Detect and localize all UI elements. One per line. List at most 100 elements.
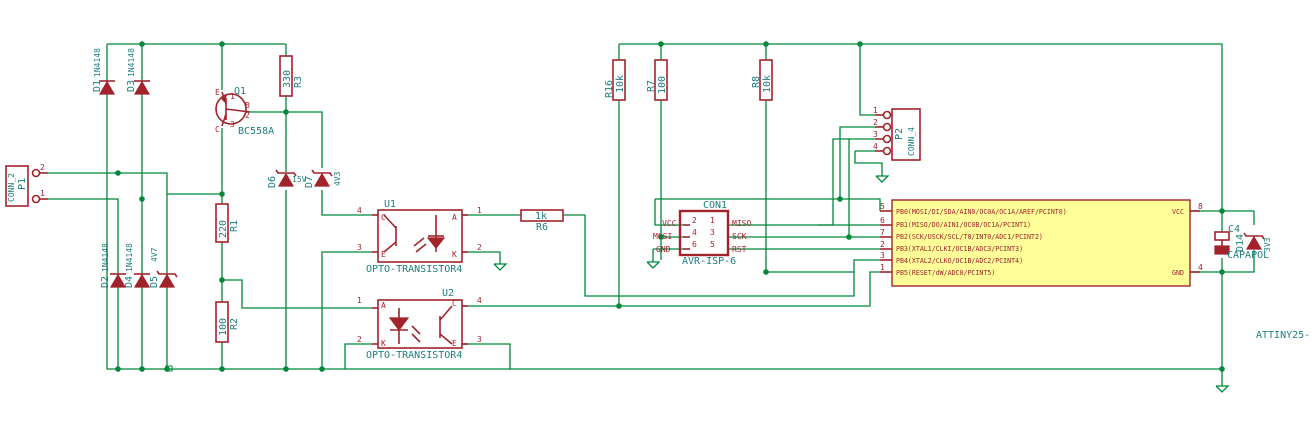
u2-k-label: K	[381, 339, 386, 348]
r3-resistor: 330 R3	[279, 55, 304, 97]
ground-symbol-main	[1215, 385, 1230, 393]
r6-value: 1k	[535, 211, 547, 222]
c4-capacitor: C4 CAPAPOL	[1214, 224, 1269, 261]
q1-value: BC558A	[238, 126, 274, 137]
d1-diode: D1 1N4148	[92, 48, 116, 95]
u2-a-label: A	[381, 301, 386, 310]
c4-ref: C4	[1228, 224, 1240, 235]
con1-pin3: 3	[710, 228, 715, 237]
d14-zener: D14 3V3	[1235, 232, 1272, 252]
u1-c-label: C	[381, 213, 386, 222]
attiny-pin5-label: PB0(MOSI/DI/SDA/AIN0/OC0A/OC1A/AREF/PCIN…	[896, 208, 1067, 216]
p1-pin2: 2	[40, 163, 45, 172]
d5-value: 4V7	[150, 247, 159, 262]
d14-ref: D14	[1235, 234, 1246, 252]
u1-ref: U1	[384, 199, 396, 210]
q1-transistor: Q1 BC558A E C B 1 2 3	[215, 86, 274, 137]
r7-value: 100	[657, 76, 668, 94]
d14-value: 3V3	[1263, 237, 1272, 252]
con1-pin2: 2	[692, 216, 697, 225]
con1-sck-label: SCK	[732, 232, 747, 241]
r2-value: 100	[218, 318, 229, 336]
u2-ref: U2	[442, 288, 454, 299]
p2-pin1: 1	[873, 106, 878, 115]
attiny-pin2-label: PB3(XTAL1/CLKI/OC1B/ADC3/PCINT3)	[896, 245, 1023, 253]
r16-ref: R16	[604, 80, 615, 98]
ground-symbol-left	[165, 365, 173, 372]
con1-value: AVR-ISP-6	[682, 256, 736, 267]
attiny-pin1-label: PB5(RESET/dW/ADC0/PCINT5)	[896, 269, 995, 277]
q1-pin3: 3	[230, 120, 235, 129]
junctions	[115, 41, 1225, 372]
d2-value: 1N4148	[101, 243, 110, 272]
con1-rst-label: RST	[732, 245, 747, 254]
con1-mosi-label: MOSI	[653, 232, 672, 241]
ground-symbol-u1	[493, 263, 508, 271]
d6-ref: D6	[267, 176, 278, 188]
r6-resistor: 1k R6	[520, 209, 564, 233]
u1-pin3: 3	[357, 243, 362, 252]
con1-pin4: 4	[692, 228, 697, 237]
d4-ref: D4	[124, 276, 135, 288]
u1-a-label: A	[452, 213, 457, 222]
attiny-gnd-num: 4	[1198, 263, 1203, 272]
p1-pin1: 1	[40, 189, 45, 198]
attiny-pin6-label: PB1(MISO/DO/AIN1/OC0B/OC1A/PCINT1)	[896, 221, 1031, 229]
p2-pin4: 4	[873, 142, 878, 151]
u2-optocoupler: U2 OPTO-TRANSISTOR4 A K C E 1 2 4 3	[357, 288, 482, 361]
d1-ref: D1	[92, 80, 103, 92]
d5-zener: D5 4V7	[149, 247, 178, 288]
q1-c-label: C	[215, 125, 220, 134]
con1-isp-header: CON1 AVR-ISP-6 VCC MOSI GND MISO SCK RST…	[653, 200, 751, 267]
con1-ref: CON1	[703, 200, 727, 211]
r7-resistor: 100 R7	[646, 59, 668, 101]
attiny-pin7-label: PB2(SCK/USCK/SCL/T0/INT0/ADC1/PCINT2)	[896, 233, 1043, 241]
attiny-pin3-num: 3	[880, 251, 885, 260]
d7-zener: D7 4V3	[304, 169, 342, 188]
r16-resistor: 10k R16	[604, 59, 626, 101]
con1-vcc-label: VCC	[662, 219, 677, 228]
u2-pin1: 1	[357, 296, 362, 305]
d5-ref: D5	[149, 276, 160, 288]
attiny-pin2-num: 2	[880, 240, 885, 249]
d3-ref: D3	[126, 80, 137, 92]
q1-ref: Q1	[234, 86, 246, 97]
d2-diode: D2 1N4148	[100, 243, 127, 288]
r8-ref: R8	[751, 76, 762, 88]
u2-c-label: C	[452, 299, 457, 308]
u1-k-label: K	[452, 250, 457, 259]
c4-value: CAPAPOL	[1227, 250, 1269, 261]
u1-value: OPTO-TRANSISTOR4	[366, 264, 462, 275]
q1-e-label: E	[215, 88, 220, 97]
d3-diode: D3 1N4148	[126, 48, 151, 95]
d3-value: 1N4148	[127, 48, 136, 77]
con1-pin5: 5	[710, 240, 715, 249]
p1-connector: CONN_2 P1 2 1	[5, 163, 48, 207]
attiny-ic: 5 6 7 2 3 1 PB0(MOSI/DI/SDA/AIN0/OC0A/OC…	[880, 199, 1310, 341]
r1-ref: R1	[229, 220, 240, 232]
con1-gnd-label: GND	[656, 245, 671, 254]
p2-pin3: 3	[873, 130, 878, 139]
attiny-pin7-num: 7	[880, 228, 885, 237]
r3-ref: R3	[293, 76, 304, 88]
p2-ref: P2	[894, 128, 905, 140]
q1-b-label: B	[245, 101, 250, 110]
p1-value: CONN_2	[7, 173, 16, 202]
r3-value: 330	[282, 70, 293, 88]
attiny-vcc-num: 8	[1198, 202, 1203, 211]
con1-pin6: 6	[692, 240, 697, 249]
r8-value: 10k	[762, 75, 773, 93]
r1-resistor: 220 R1	[215, 203, 240, 243]
attiny-pin6-num: 6	[880, 216, 885, 225]
u1-pin2: 2	[477, 243, 482, 252]
r2-resistor: 100 R2	[215, 301, 240, 343]
u2-pin3: 3	[477, 335, 482, 344]
r16-value: 10k	[615, 75, 626, 93]
r1-value: 220	[218, 220, 229, 238]
ground-symbol-con1	[646, 261, 661, 269]
d7-value: 4V3	[333, 171, 342, 186]
p1-ref: P1	[17, 178, 28, 190]
r8-resistor: 10k R8	[751, 59, 773, 101]
